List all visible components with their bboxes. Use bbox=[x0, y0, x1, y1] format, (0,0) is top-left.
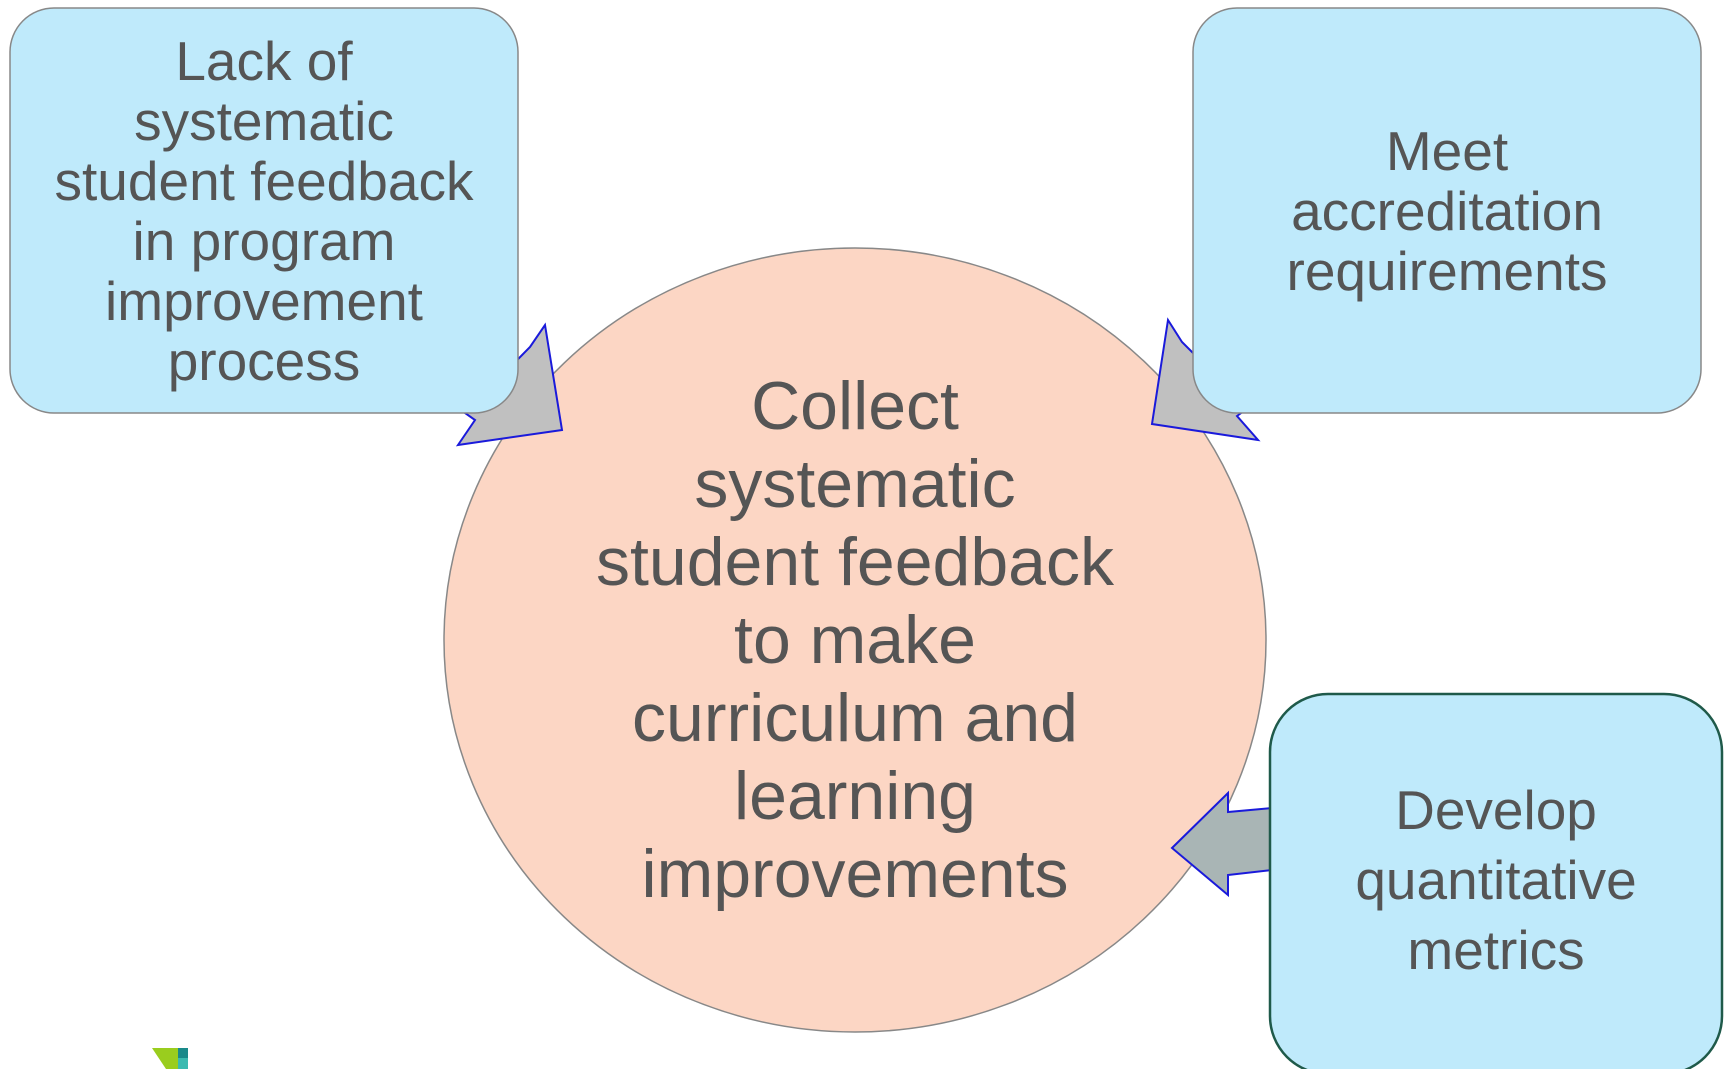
box-quantitative-metrics-label: Develop quantitative metrics bbox=[1270, 694, 1722, 1066]
box-quantitative-metrics-text: Develop quantitative metrics bbox=[1355, 779, 1637, 981]
center-circle bbox=[443, 247, 1267, 1033]
box-lack-of-feedback bbox=[9, 7, 519, 414]
box-lack-of-feedback-text: Lack of systematic student feedback in p… bbox=[54, 29, 474, 392]
box-lack-of-feedback-label: Lack of systematic student feedback in p… bbox=[10, 8, 518, 413]
center-circle-text: Collect systematic student feedback to m… bbox=[596, 368, 1114, 912]
center-circle-label: Collect systematic student feedback to m… bbox=[540, 360, 1170, 920]
box-accreditation bbox=[1192, 7, 1702, 414]
box-quantitative-metrics bbox=[1268, 692, 1724, 1069]
box-accreditation-label: Meet accreditation requirements bbox=[1193, 8, 1701, 413]
box-accreditation-text: Meet accreditation requirements bbox=[1286, 119, 1608, 302]
logo-mark bbox=[152, 1048, 188, 1069]
